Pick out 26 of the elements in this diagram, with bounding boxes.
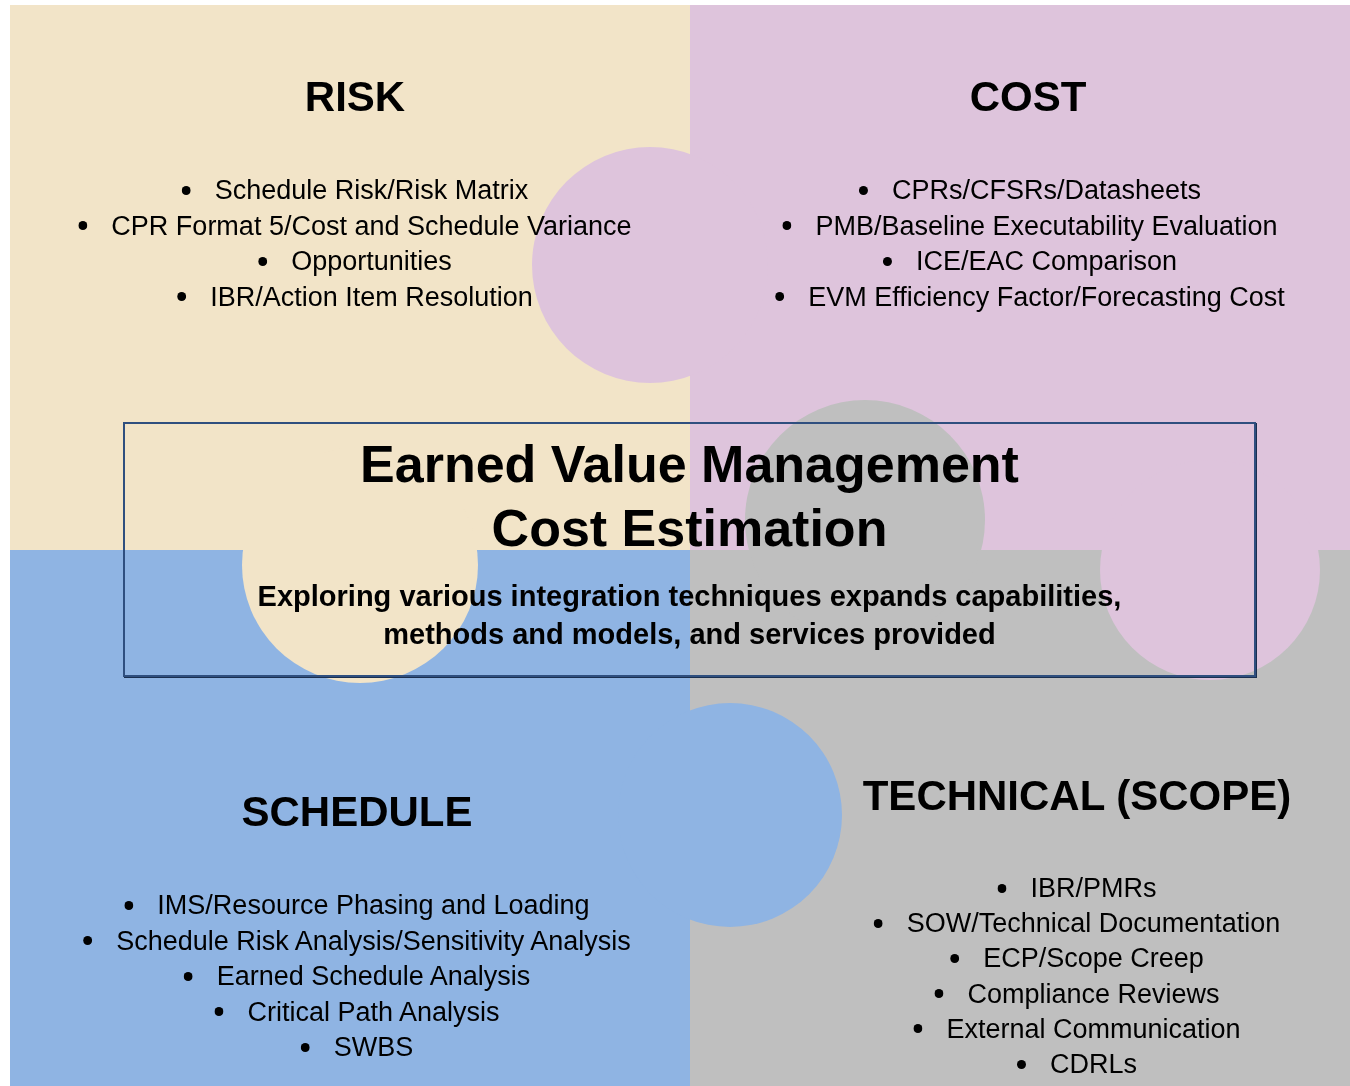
- bullet-item: ICE/EAC Comparison: [915, 246, 1178, 276]
- bullet-item: IBR/PMRs: [1030, 873, 1157, 903]
- bullet-item: CDRLs: [1050, 1049, 1137, 1079]
- section-heading: SCHEDULE: [241, 788, 473, 836]
- bullet-item: Opportunities: [291, 246, 452, 276]
- title-frame: [123, 422, 1256, 677]
- bullet-item: CPR Format 5/Cost and Schedule Variance: [111, 210, 632, 241]
- bullet-item: Critical Path Analysis: [247, 996, 500, 1027]
- bullet-item: CPRs/CFSRs/Datasheets: [891, 175, 1202, 205]
- bullet-item: Compliance Reviews: [967, 978, 1220, 1009]
- bullet-item: Schedule Risk Analysis/Sensitivity Analysis: [116, 925, 631, 956]
- section-heading: COST: [969, 73, 1087, 121]
- subtitle: Exploring various integration techniques expands capabilities, methods and models, and services provided: [256, 579, 1123, 652]
- section-heading: RISK: [304, 73, 406, 121]
- bullet-item: EVM Efficiency Factor/Forecasting Cost: [808, 281, 1285, 312]
- bullet-item: IMS/Resource Phasing and Loading: [157, 890, 590, 920]
- bullet-item: Schedule Risk/Risk Matrix: [214, 175, 529, 205]
- bullet-item: SOW/Technical Documentation: [906, 908, 1281, 939]
- bullet-item: Earned Schedule Analysis: [216, 961, 531, 991]
- bullet-item: IBR/Action Item Resolution: [210, 281, 533, 312]
- bullet-item: PMB/Baseline Executability Evaluation: [815, 210, 1278, 241]
- bullet-item: ECP/Scope Creep: [983, 943, 1204, 974]
- section-heading: TECHNICAL (SCOPE): [862, 772, 1292, 820]
- bullet-item: External Communication: [946, 1013, 1241, 1044]
- main-title: Earned Value Management Cost Estimation: [359, 434, 1020, 559]
- bullet-item: SWBS: [333, 1032, 414, 1062]
